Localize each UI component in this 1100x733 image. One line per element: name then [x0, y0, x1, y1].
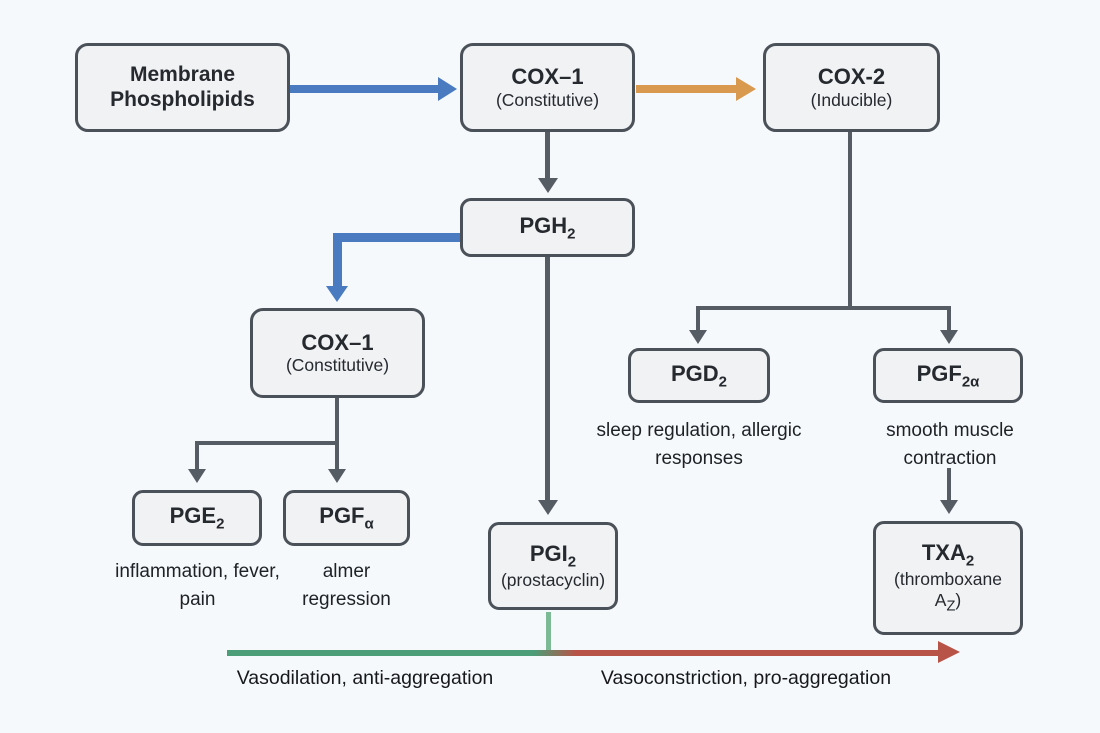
branch-cox1mid-crossbar	[195, 441, 339, 445]
node-pgi2: PGI2 (prostacyclin)	[488, 522, 618, 610]
node-txa2: TXA2 (thromboxane AZ)	[873, 521, 1023, 635]
pgf-alpha-label: PGFα	[319, 503, 374, 533]
node-pge2: PGE2	[132, 490, 262, 546]
cox1-mid-title: COX–1	[301, 329, 374, 355]
node-pgd2: PGD2	[628, 348, 770, 403]
arrow-membrane-to-cox1-shaft	[290, 85, 438, 93]
pgf2alpha-label: PGF2α	[916, 360, 980, 391]
caption-pgf2alpha: smooth muscle contraction	[886, 420, 1014, 469]
arrow-pgh2-to-cox1mid-vshaft	[333, 233, 342, 288]
caption-pgf-alpha: almer regression	[302, 561, 391, 610]
node-pgf-alpha: PGFα	[283, 490, 410, 546]
axis-label-vasoconstriction: Vasoconstriction, pro-aggregation	[600, 667, 892, 689]
txa2-label: TXA2	[921, 539, 975, 570]
node-pgf2alpha: PGF2α	[873, 348, 1023, 403]
caption-pgd2: sleep regulation, allergic responses	[596, 420, 802, 469]
pgi2-axis-connector	[546, 612, 551, 653]
pgi2-subtitle: (prostacyclin)	[500, 570, 606, 591]
membrane-phospholipids-label: Membrane Phospholipids	[110, 63, 255, 111]
cox1-top-title: COX–1	[511, 64, 584, 90]
axis-label-vasodilation: Vasodilation, anti-aggregation	[236, 667, 494, 689]
arrow-pgh2-to-pgi2-shaft	[545, 257, 550, 502]
branch-to-pgf2alpha-head	[940, 330, 958, 344]
arrow-pgh2-to-cox1mid-head	[326, 286, 348, 302]
txa2-subtitle-line2: AZ)	[934, 590, 962, 615]
arrow-cox1-to-cox2-head	[736, 77, 756, 101]
cox2-title: COX-2	[817, 64, 886, 90]
branch-cox1mid-stem	[335, 398, 339, 445]
pgi2-label: PGI2	[529, 540, 577, 571]
branch-to-pgd2-shaft	[696, 306, 700, 332]
branch-cox2-crossbar	[696, 306, 951, 310]
pge2-label: PGE2	[169, 503, 225, 533]
node-membrane-phospholipids: Membrane Phospholipids	[75, 43, 290, 132]
caption-pge2: inflammation, fever, pain	[115, 561, 280, 610]
arrow-pgh2-to-cox1mid-hshaft	[333, 233, 460, 242]
branch-to-pgf2alpha-shaft	[947, 306, 951, 332]
cox1-top-subtitle: (Constitutive)	[495, 89, 600, 110]
arrow-to-txa2-head	[940, 500, 958, 514]
node-cox1-mid: COX–1 (Constitutive)	[250, 308, 425, 398]
arrow-pgh2-to-pgi2-head	[538, 500, 558, 515]
arrow-cox1-to-pgh2-head	[538, 178, 558, 193]
axis-gradient-bar	[227, 650, 940, 656]
node-cox2: COX-2 (Inducible)	[763, 43, 940, 132]
cox2-subtitle: (Inducible)	[810, 89, 893, 110]
arrow-cox1-to-cox2-shaft	[636, 85, 736, 93]
pgh2-label: PGH2	[519, 212, 576, 243]
arrow-cox1-to-pgh2-shaft	[545, 132, 550, 180]
cox1-mid-subtitle: (Constitutive)	[285, 355, 390, 376]
arrow-to-txa2-shaft	[947, 468, 951, 502]
node-pgh2: PGH2	[460, 198, 635, 257]
branch-to-pgd2-head	[689, 330, 707, 344]
branch-cox2-stem	[848, 132, 852, 310]
arrow-membrane-to-cox1-head	[438, 77, 457, 101]
branch-to-pge2-shaft	[195, 441, 199, 471]
axis-arrow-head	[938, 641, 960, 663]
branch-to-pgfalpha-head	[328, 469, 346, 483]
txa2-subtitle-line1: (thromboxane	[894, 569, 1002, 590]
branch-to-pge2-head	[188, 469, 206, 483]
pgd2-label: PGD2	[670, 360, 728, 391]
node-cox1-top: COX–1 (Constitutive)	[460, 43, 635, 132]
branch-to-pgfalpha-shaft	[335, 441, 339, 471]
